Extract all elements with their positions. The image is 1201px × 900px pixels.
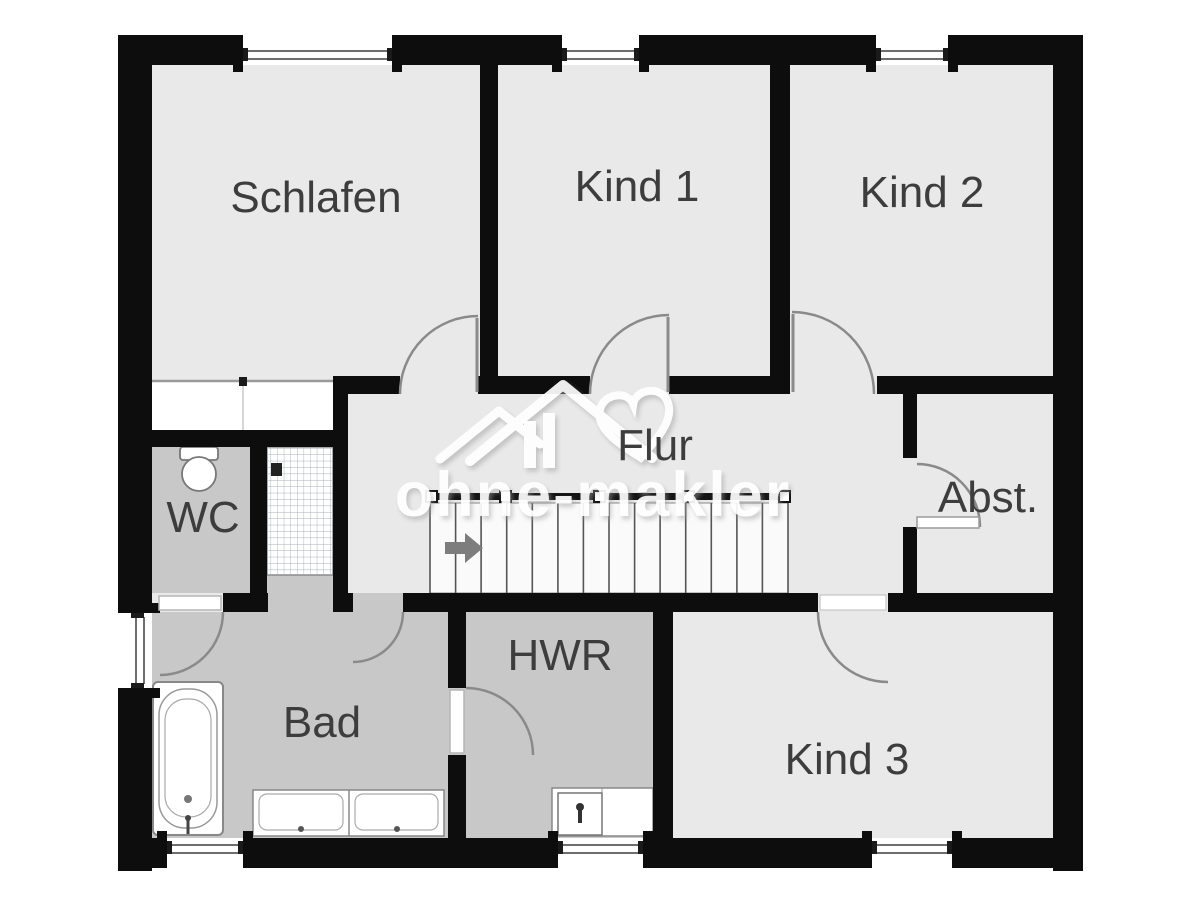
walls [118,35,1083,871]
door-arc-abst [916,462,982,528]
door-leaf-abst [916,516,980,529]
door-arc-kind3 [816,611,889,684]
room-label-kind1: Kind 1 [575,162,700,211]
house-door-bars [524,413,555,468]
door-arc-kind1 [588,313,670,395]
door-arc-hwr [465,686,535,756]
heart-icon [595,386,674,463]
fixture-bathtub [152,681,224,836]
room-floor-schlafen [152,65,480,381]
floor-shower-access [267,575,333,612]
fixture-toilet [179,446,219,492]
fixture-utility-sink [551,787,654,837]
watermark-text: ohne-makler [395,460,792,530]
room-label-schlafen: Schlafen [230,173,401,222]
window-hwr-south [558,838,643,868]
door-arc-kind2 [791,310,876,395]
window-kind3-south [872,838,952,868]
shower-drain [271,463,282,476]
stairs-direction-arrow-icon [445,533,483,563]
door-leaf-kind3 [819,594,887,611]
fixture-shower [266,446,334,576]
fixture-double-washbasin [252,789,445,837]
room-floor-kind3 [673,612,1053,838]
window-bad-west [118,613,152,688]
room-label-flur: Flur [617,421,693,470]
window-schlafen-north [243,35,392,65]
windows [118,35,952,868]
door-leaf-wc [158,595,222,611]
door-leaves [158,516,980,754]
stairs [425,490,791,594]
door-arc-wc [159,611,225,677]
room-floor-kind1 [498,65,770,376]
room-label-kind3: Kind 3 [785,735,910,784]
room-label-abst: Abst. [938,473,1038,522]
wardrobe-schlafen [152,377,333,430]
door-leaf-hwr [449,689,465,754]
room-label-kind2: Kind 2 [860,168,985,217]
room-floor-kind2 [790,65,1053,376]
window-kind2-north [876,35,948,65]
stairs-handrail [425,490,791,503]
room-floor-abst [917,394,1053,593]
fixtures [152,446,654,837]
door-arc-schlafen [398,314,479,395]
room-label-wc: WC [166,493,239,542]
door-arc-bad [352,611,405,664]
room-label-hwr: HWR [507,631,612,680]
window-bad-south [167,838,243,868]
watermark: ohne-makler [395,380,792,530]
doors [159,310,982,756]
floor-bad-door-gap [353,593,403,612]
room-labels: Schlafen Kind 1 Kind 2 Flur Abst. WC Bad… [166,162,1038,784]
room-label-bad: Bad [283,698,361,747]
window-kind1-north [562,35,639,65]
